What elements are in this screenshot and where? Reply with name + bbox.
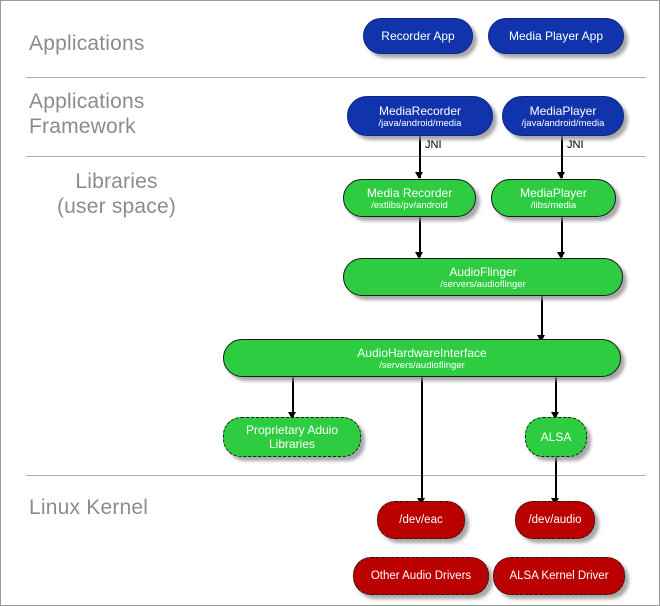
node-mediarecorder-framework-title: MediaRecorder: [378, 103, 462, 118]
connector-mediaplayer-to-audioflinger: [561, 217, 563, 257]
node-media-recorder-lib-path: /extlibs/pv/android: [371, 199, 448, 211]
connector-mediarecorder-jni: [419, 136, 421, 178]
arrowhead-hardwareinterface-to-alsa: [551, 412, 559, 419]
node-other-audio-drivers[interactable]: Other Audio Drivers: [353, 557, 489, 595]
node-audioflinger-path: /servers/audioflinger: [440, 278, 526, 290]
node-audiohardwareinterface-path: /servers/audioflinger: [379, 359, 465, 371]
node-mediarecorder-framework-path: /java/android/media: [378, 117, 462, 129]
node-mediaplayer-framework[interactable]: MediaPlayer /java/android/media: [502, 96, 624, 136]
node-audioflinger-title: AudioFlinger: [449, 264, 517, 279]
connector-audioflinger-to-hardwareinterface: [541, 296, 543, 340]
connector-mediaplayer-jni: [561, 136, 563, 178]
node-dev-eac[interactable]: /dev/eac: [377, 501, 465, 539]
node-media-player-app-title: Media Player App: [508, 29, 604, 43]
arrowhead-mediaplayer-to-audioflinger: [557, 252, 565, 259]
connector-media-recorder-to-audioflinger: [419, 217, 421, 257]
node-mediarecorder-framework[interactable]: MediaRecorder /java/android/media: [347, 96, 493, 136]
node-dev-eac-title: /dev/eac: [399, 514, 443, 526]
divider-applications-framework: [26, 156, 646, 157]
node-mediaplayer-lib-title: MediaPlayer: [520, 185, 587, 200]
node-recorder-app-title: Recorder App: [381, 29, 455, 43]
layer-label-linux-kernel: Linux Kernel: [29, 496, 149, 519]
node-audiohardwareinterface[interactable]: AudioHardwareInterface /servers/audiofli…: [223, 339, 621, 377]
divider-applications: [26, 77, 646, 78]
arrowhead-mediaplayer-jni: [557, 172, 565, 179]
node-audioflinger[interactable]: AudioFlinger /servers/audioflinger: [343, 258, 623, 296]
node-media-player-app[interactable]: Media Player App: [488, 18, 624, 54]
node-recorder-app[interactable]: Recorder App: [363, 18, 473, 54]
connector-hardwareinterface-to-proprietary: [292, 377, 294, 417]
connector-hardwareinterface-to-dev-eac: [421, 377, 423, 503]
node-media-recorder-lib[interactable]: Media Recorder /extlibs/pv/android: [343, 179, 476, 217]
connector-hardwareinterface-to-alsa: [555, 377, 557, 417]
node-mediaplayer-lib-path: /libs/media: [530, 199, 577, 211]
edge-label-jni-recorder: JNI: [425, 139, 442, 151]
edge-label-jni-player: JNI: [567, 139, 584, 151]
node-dev-audio[interactable]: /dev/audio: [515, 501, 595, 539]
arrowhead-media-recorder-to-audioflinger: [415, 252, 423, 259]
layer-label-applications: Applications: [29, 32, 145, 55]
node-proprietary-audio-libraries[interactable]: Proprietary Aduio Libraries: [223, 417, 361, 457]
node-proprietary-audio-libraries-title-line2: Libraries: [268, 437, 316, 451]
arrowhead-mediarecorder-jni: [415, 172, 423, 179]
node-other-audio-drivers-title: Other Audio Drivers: [370, 570, 472, 582]
node-alsa[interactable]: ALSA: [525, 417, 587, 457]
node-mediaplayer-framework-title: MediaPlayer: [529, 103, 597, 118]
arrowhead-hardwareinterface-to-proprietary: [288, 412, 296, 419]
node-alsa-kernel-driver[interactable]: ALSA Kernel Driver: [493, 557, 625, 595]
node-mediaplayer-framework-path: /java/android/media: [521, 117, 605, 129]
node-mediaplayer-lib[interactable]: MediaPlayer /libs/media: [491, 179, 616, 217]
node-dev-audio-title: /dev/audio: [528, 514, 582, 526]
node-alsa-title: ALSA: [540, 430, 572, 444]
connector-alsa-to-dev-audio: [555, 457, 557, 503]
divider-libraries: [26, 475, 646, 476]
node-proprietary-audio-libraries-title: Proprietary Aduio: [245, 423, 339, 437]
node-media-recorder-lib-title: Media Recorder: [366, 185, 453, 200]
layer-label-libraries: Libraries (user space): [56, 170, 177, 218]
node-alsa-kernel-driver-title: ALSA Kernel Driver: [509, 570, 609, 582]
layer-label-applications-framework: Applications Framework: [29, 90, 145, 138]
node-audiohardwareinterface-title: AudioHardwareInterface: [357, 345, 487, 360]
